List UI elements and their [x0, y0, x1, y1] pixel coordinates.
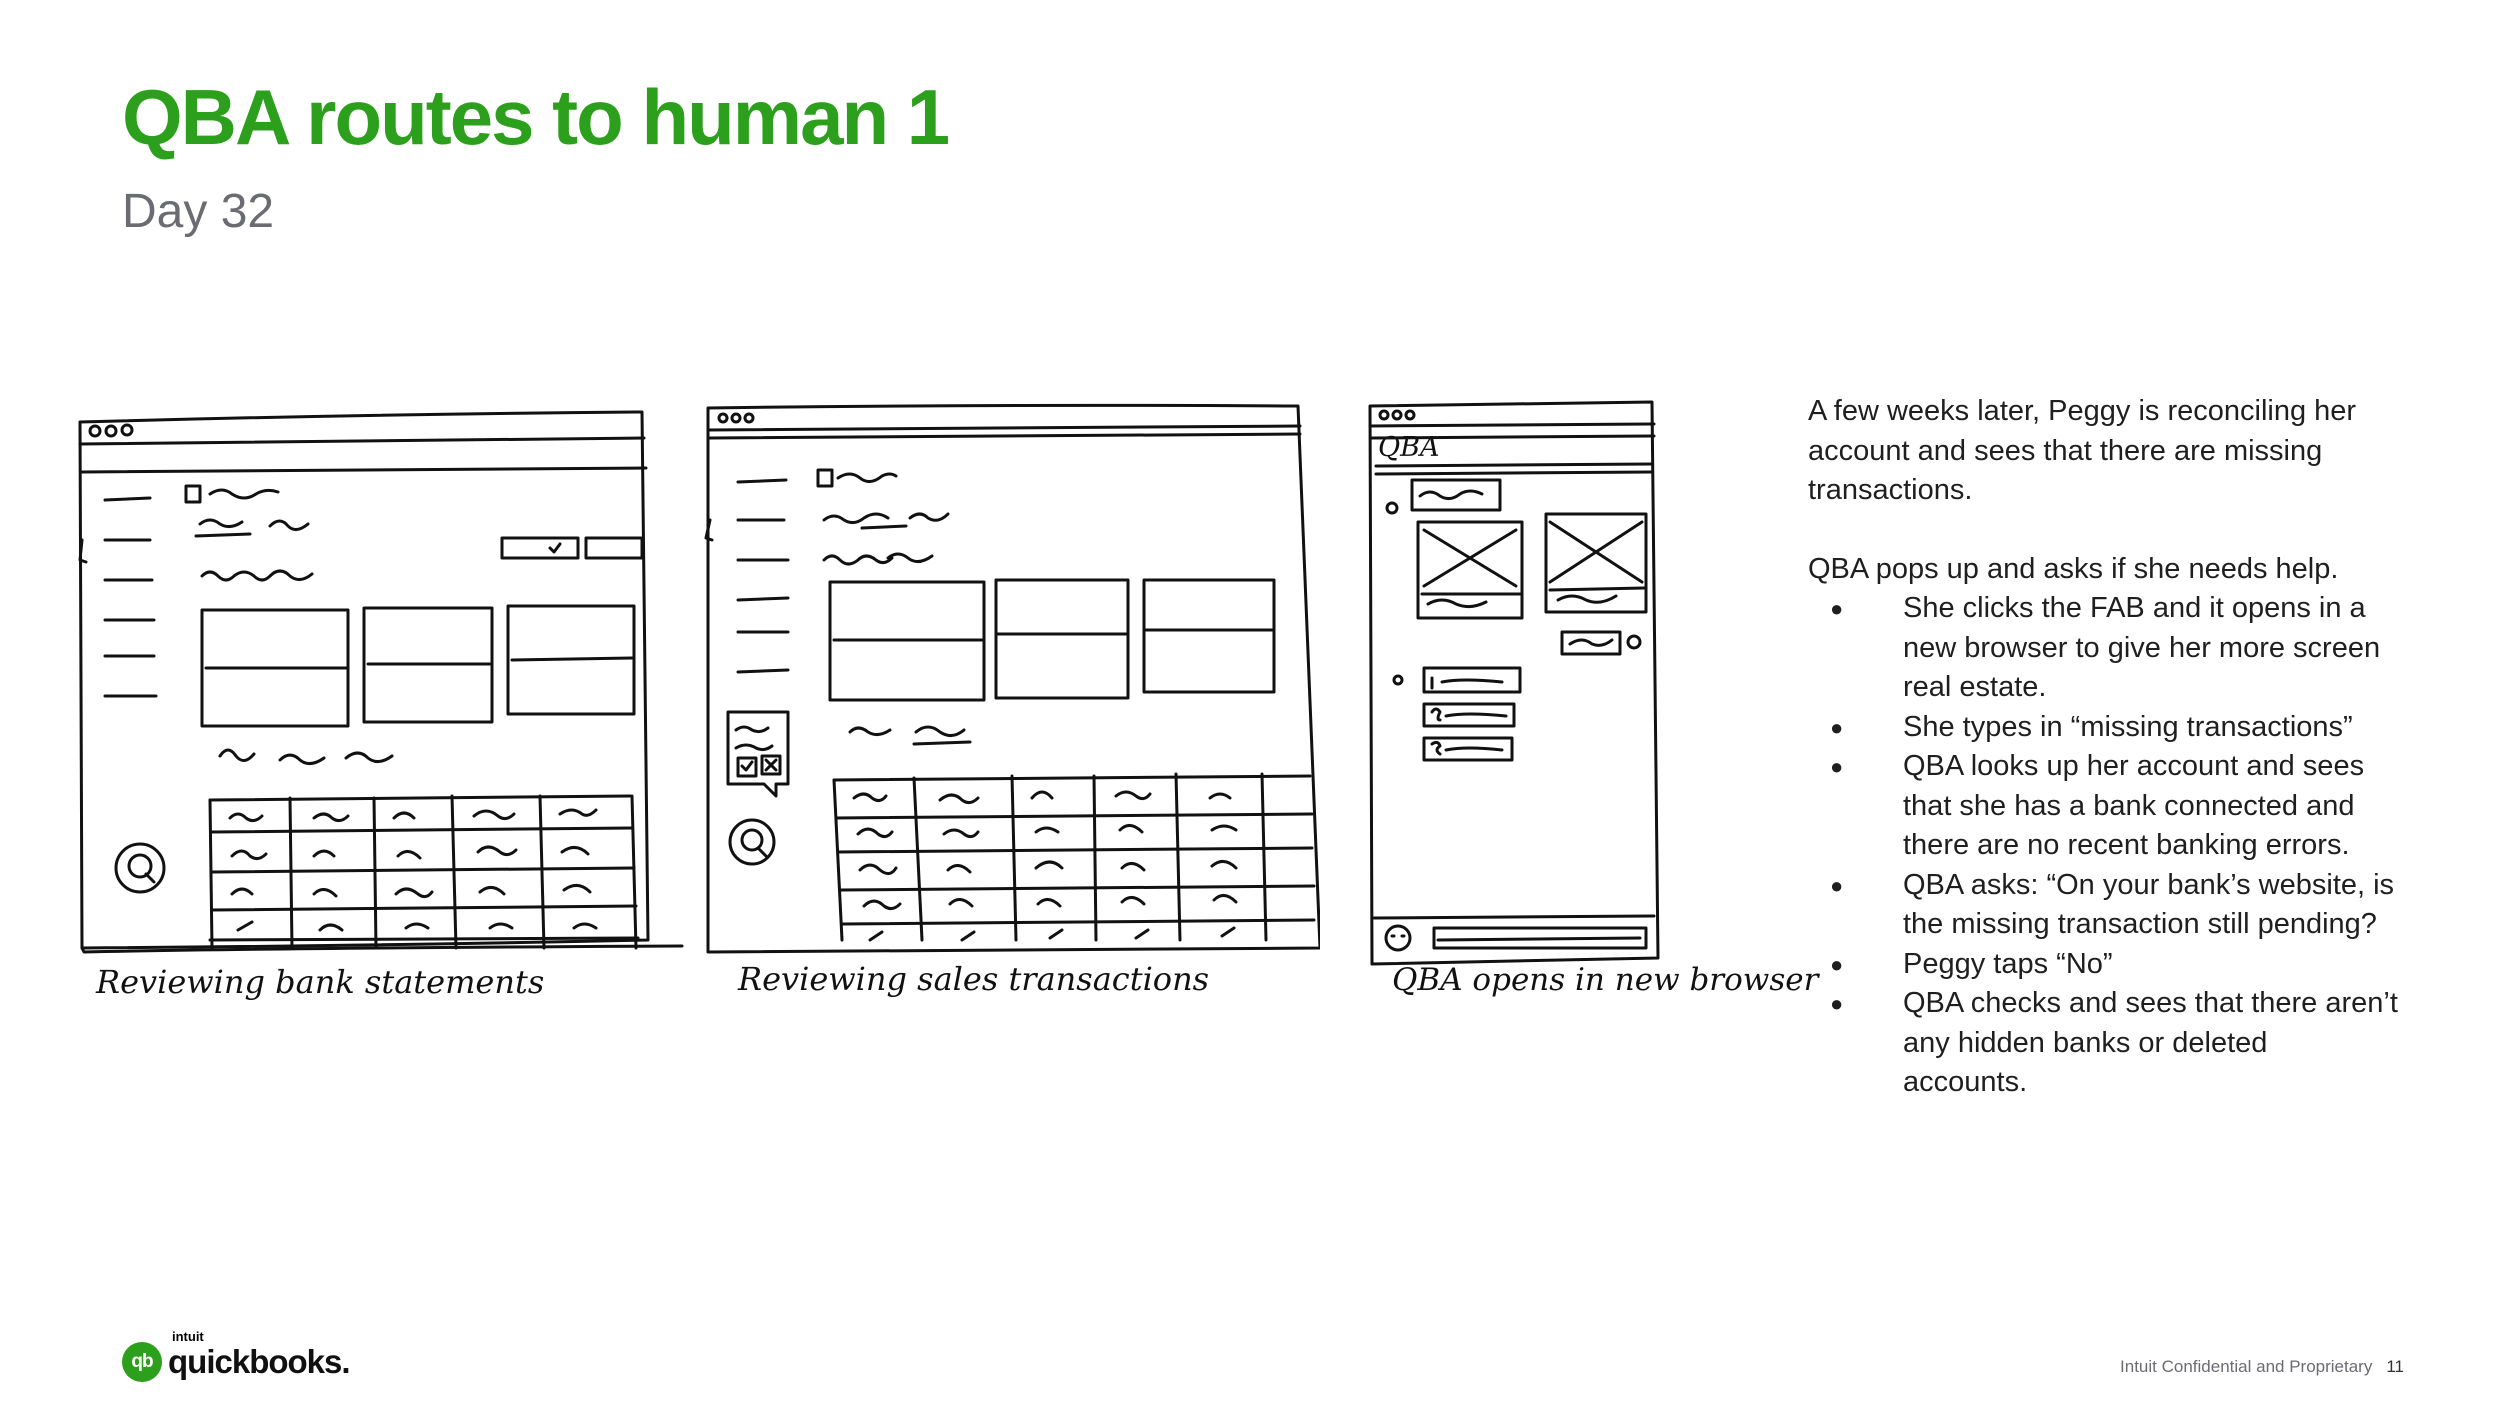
- footer: Intuit Confidential and Proprietary 11: [2120, 1357, 2404, 1377]
- sketch-qba-new-browser: [1368, 400, 1660, 966]
- list-item: ● She clicks the FAB and it opens in a ne…: [1808, 589, 2398, 708]
- sketch-caption-2: Reviewing sales transactions: [738, 960, 1210, 998]
- list-item: ● QBA checks and sees that there aren’t a…: [1808, 984, 2398, 1103]
- list-item: ● QBA looks up her account and sees that …: [1808, 747, 2398, 866]
- page-number: 11: [2386, 1357, 2404, 1376]
- bullet-text: QBA asks: “On your bank’s website, is th…: [1903, 868, 2395, 941]
- sketch-caption-3: QBA opens in new browser: [1392, 962, 1819, 998]
- notes-bullet-list: ● She clicks the FAB and it opens in a ne…: [1808, 589, 2398, 1103]
- bullet-icon: ●: [1830, 951, 1844, 977]
- logo-intuit-text: intuit: [172, 1329, 204, 1344]
- bullet-icon: ●: [1830, 714, 1844, 740]
- notes-intro: A few weeks later, Peggy is reconciling …: [1808, 395, 2357, 506]
- list-item: ● Peggy taps “No”: [1808, 945, 2398, 985]
- list-item: ● She types in “missing transactions”: [1808, 708, 2398, 748]
- bullet-text: QBA looks up her account and sees that s…: [1903, 750, 2365, 861]
- bullet-icon: ●: [1830, 872, 1844, 898]
- logo-wordmark: intuit quickbooks.: [168, 1329, 351, 1381]
- bullet-icon: ●: [1830, 754, 1844, 779]
- bullet-text: She clicks the FAB and it opens in a new…: [1903, 592, 2381, 703]
- sketch-bank-statements: [78, 410, 684, 954]
- bullet-text: QBA checks and sees that there aren’t an…: [1903, 987, 2398, 1098]
- bullet-icon: ●: [1830, 596, 1844, 621]
- bullet-text: She types in “missing transactions”: [1903, 710, 2353, 743]
- notes-lead: QBA pops up and asks if she needs help.: [1808, 552, 2339, 585]
- confidential-notice: Intuit Confidential and Proprietary: [2120, 1357, 2373, 1376]
- list-item: ● QBA asks: “On your bank’s website, is t…: [1808, 866, 2398, 945]
- slide-title: QBA routes to human 1: [122, 73, 950, 161]
- quickbooks-logo: qb intuit quickbooks.: [122, 1329, 351, 1383]
- slide-subtitle: Day 32: [122, 185, 275, 238]
- story-notes: A few weeks later, Peggy is reconciling …: [1808, 392, 2398, 1103]
- bullet-icon: ●: [1830, 991, 1844, 1016]
- qb-logo-icon: qb: [122, 1342, 162, 1382]
- sketch-sales-transactions: [704, 403, 1320, 954]
- qba-header-label: QBA: [1378, 432, 1440, 463]
- bullet-text: Peggy taps “No”: [1903, 947, 2113, 980]
- logo-quickbooks-text: quickbooks.: [168, 1343, 351, 1380]
- sketch-caption-1: Reviewing bank statements: [96, 963, 545, 1001]
